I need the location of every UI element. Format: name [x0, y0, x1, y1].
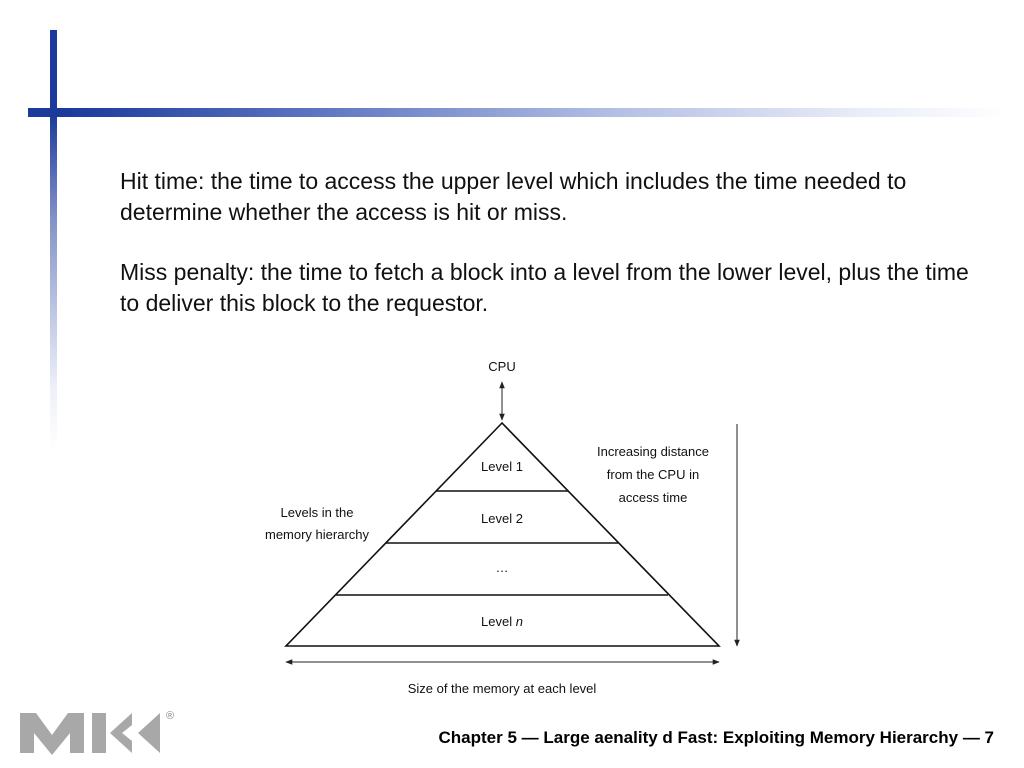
pyramid-outline	[284, 421, 721, 647]
logo-letter-k-arm	[110, 713, 132, 753]
miss-penalty-paragraph: Miss penalty: the time to fetch a block …	[120, 259, 969, 316]
logo-letter-k-wedge	[138, 713, 160, 753]
hit-time-paragraph: Hit time: the time to access the upper l…	[120, 168, 907, 225]
title-vertical-accent-bar	[50, 30, 57, 450]
level-2-label: Level 2	[481, 511, 523, 526]
logo-letter-k-stem	[92, 713, 106, 753]
logo-trademark: ®	[166, 710, 174, 722]
size-axis-label: Size of the memory at each level	[408, 681, 597, 696]
level-ellipsis-label: …	[496, 560, 509, 575]
right-note-line-1: Increasing distance	[597, 444, 709, 459]
left-note-line-1: Levels in the	[281, 505, 354, 520]
mk-logo: MK ®	[20, 710, 174, 755]
left-note-line-2: memory hierarchy	[265, 527, 370, 542]
level-1-label: Level 1	[481, 459, 523, 474]
cpu-label: CPU	[488, 359, 515, 374]
title-horizontal-accent-bar	[28, 108, 1008, 117]
right-note-line-2: from the CPU in	[607, 467, 699, 482]
level-n-label: Level n	[481, 614, 523, 629]
logo-letter-m	[20, 713, 84, 755]
right-note-line-3: access time	[619, 490, 688, 505]
slide-footer: Chapter 5 — Large aenality d Fast: Explo…	[438, 728, 994, 747]
